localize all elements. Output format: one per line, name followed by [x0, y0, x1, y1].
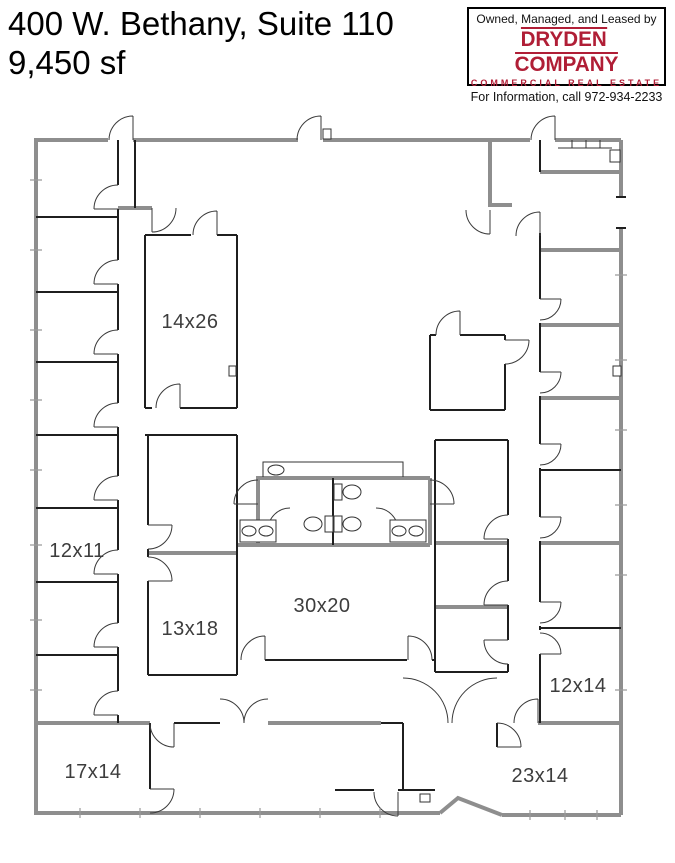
room-label-30x20: 30x20 [294, 595, 351, 617]
sink-basin-icon [241, 525, 257, 537]
room-label-12x11: 12x11 [49, 540, 105, 562]
room-labels: 14x26 12x11 13x18 30x20 12x14 17x14 23x1… [49, 311, 606, 787]
toilet-tank-icon [333, 483, 343, 501]
interior-walls [36, 140, 626, 791]
toilet-tank-icon [324, 515, 334, 533]
square-footage: 9,450 sf [8, 44, 126, 81]
drinking-fountain-icon [267, 464, 285, 476]
sink-basin-icon [391, 525, 407, 537]
room-label-14x26: 14x26 [162, 311, 219, 333]
room-label-13x18: 13x18 [162, 618, 219, 640]
toilet-bowl-icon [342, 484, 362, 500]
sink-basin-icon [408, 525, 424, 537]
door-hardware-icon [322, 128, 332, 140]
toilet-bowl-icon [303, 516, 323, 532]
exterior-walls [34, 138, 623, 817]
entry-column-icon [419, 793, 431, 803]
logo-phone: For Information, call 972-934-2233 [470, 90, 663, 104]
broker-logo: Owned, Managed, and Leased by DRYDEN COM… [467, 7, 666, 104]
wall-cabinet-icon [609, 149, 621, 163]
logo-tagline: Owned, Managed, and Leased by [476, 12, 657, 26]
room-label-23x14: 23x14 [512, 765, 569, 787]
page-title: 400 W. Bethany, Suite 110 9,450 sf [8, 4, 394, 82]
toilet-tank-icon [333, 515, 343, 533]
logo-subtitle: COMMERCIAL REAL ESTATE [470, 78, 663, 88]
door-arcs [93, 115, 562, 817]
wall-box-icon [612, 365, 622, 377]
millwork-lines [262, 140, 612, 477]
toilet-bowl-icon [342, 516, 362, 532]
address-line: 400 W. Bethany, Suite 110 [8, 5, 394, 42]
room-label-12x14: 12x14 [550, 675, 607, 697]
room-label-17x14: 17x14 [65, 761, 122, 783]
window-ticks [30, 179, 627, 820]
restroom-fixtures [228, 128, 622, 803]
logo-company-name: DRYDEN COMPANY [514, 27, 619, 76]
sink-basin-icon [258, 525, 274, 537]
wall-box-icon [228, 365, 237, 377]
